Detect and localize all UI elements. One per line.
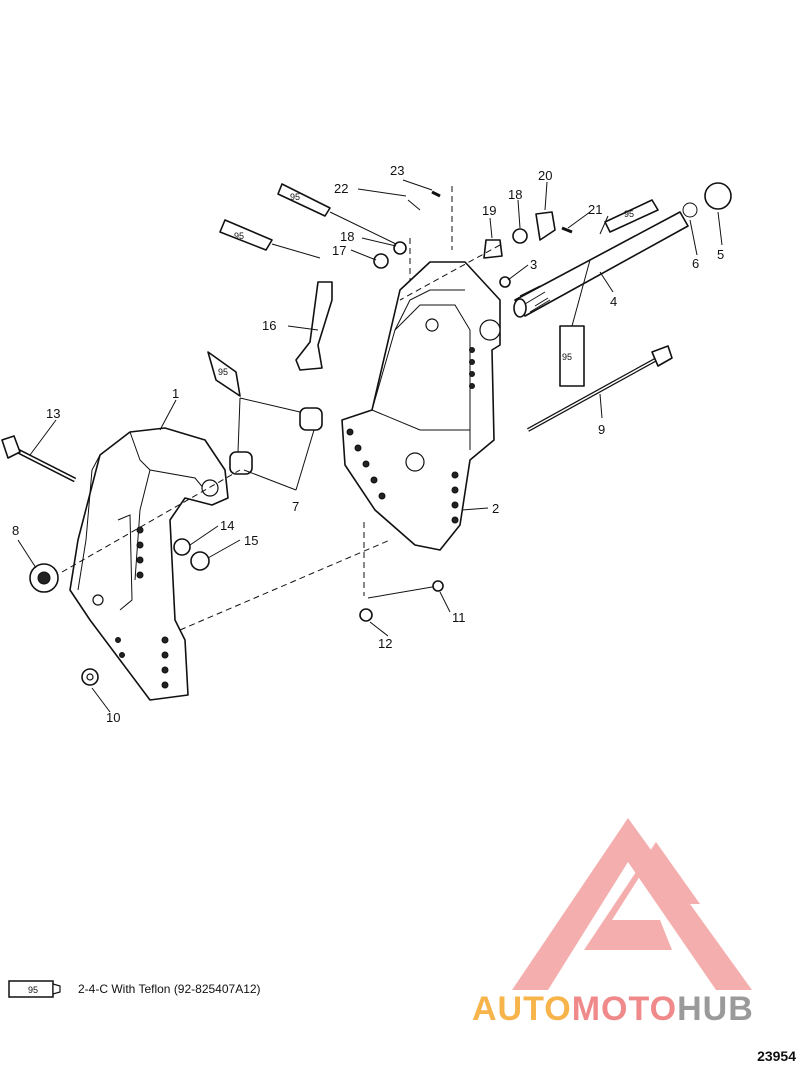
callout-22: 22 xyxy=(334,181,348,196)
bushing-7b xyxy=(299,407,323,431)
callout-labels: 1 2 3 4 5 6 7 8 9 10 11 12 13 14 15 16 1… xyxy=(12,163,724,725)
diagram-code: 23954 xyxy=(757,1048,796,1064)
pin-21 xyxy=(561,226,573,234)
lube-tube-icon-d: 95 xyxy=(604,199,659,233)
callout-18b: 18 xyxy=(508,187,522,202)
washer-6 xyxy=(682,202,698,218)
nut-8 xyxy=(29,563,59,593)
legend: 95 2-4-C With Teflon (92-825407A12) xyxy=(8,978,261,1000)
callout-7: 7 xyxy=(292,499,299,514)
nut-5 xyxy=(704,182,732,210)
callout-2: 2 xyxy=(492,501,499,516)
bracket-20 xyxy=(535,211,556,241)
callout-8: 8 xyxy=(12,523,19,538)
callout-14: 14 xyxy=(220,518,234,533)
callout-16: 16 xyxy=(262,318,276,333)
pivot-tube xyxy=(513,211,689,318)
callout-11: 11 xyxy=(452,610,466,625)
callout-19: 19 xyxy=(482,203,496,218)
bushing-18b xyxy=(512,228,528,244)
lube-tube-legend-icon: 95 xyxy=(8,980,61,998)
watermark-text: AUTOMOTOHUB xyxy=(472,990,754,1029)
svg-text:95: 95 xyxy=(624,209,634,219)
watermark-part-3: HUB xyxy=(677,990,754,1028)
svg-text:95: 95 xyxy=(290,192,300,202)
lube-tube-icon-e: 95 xyxy=(559,325,585,387)
alignment-line xyxy=(61,469,241,573)
callout-21: 21 xyxy=(588,202,602,217)
spring-22 xyxy=(407,199,421,211)
nut-15 xyxy=(190,551,210,571)
lube-tube-icon-c: 95 xyxy=(207,351,241,397)
bushing-18a xyxy=(393,241,407,255)
callout-13: 13 xyxy=(46,406,60,421)
callout-17: 17 xyxy=(332,243,346,258)
callout-10: 10 xyxy=(106,710,120,725)
left-clamp-bracket xyxy=(69,427,229,701)
callout-4: 4 xyxy=(610,294,617,309)
svg-text:95: 95 xyxy=(234,231,244,241)
callout-12: 12 xyxy=(378,636,392,651)
ground-strap-11 xyxy=(367,585,439,599)
washer-14 xyxy=(173,538,191,556)
alignment-line xyxy=(399,244,501,301)
lube-tube-icon-a: 95 xyxy=(277,183,331,217)
screw-12 xyxy=(359,608,373,622)
fitting-3 xyxy=(499,276,511,288)
callout-18a: 18 xyxy=(340,229,354,244)
alignment-line xyxy=(179,539,391,631)
watermark-logo-icon xyxy=(512,818,752,990)
legend-tube-label: 95 xyxy=(28,985,38,995)
screw-23 xyxy=(431,190,441,198)
tilt-lever xyxy=(295,281,333,371)
bushing-7a xyxy=(229,451,253,475)
callout-5: 5 xyxy=(717,247,724,262)
legend-text: 2-4-C With Teflon (92-825407A12) xyxy=(78,982,261,996)
watermark-part-1: AUTO xyxy=(472,990,572,1028)
right-clamp-bracket xyxy=(341,261,501,551)
callout-6: 6 xyxy=(692,256,699,271)
short-bolt xyxy=(1,435,77,483)
watermark-part-2: MOTO xyxy=(571,990,678,1028)
callout-20: 20 xyxy=(538,168,552,183)
callout-3: 3 xyxy=(530,257,537,272)
leader-lines xyxy=(17,179,723,713)
strap-eyelet-icon xyxy=(432,580,444,592)
washer-17 xyxy=(373,253,389,269)
lube-tube-icon-b: 95 xyxy=(219,219,273,251)
callout-1: 1 xyxy=(172,386,179,401)
callout-15: 15 xyxy=(244,533,258,548)
long-bolt xyxy=(527,345,673,432)
svg-text:95: 95 xyxy=(218,367,228,377)
callout-23: 23 xyxy=(390,163,404,178)
svg-text:95: 95 xyxy=(562,352,572,362)
clip-19 xyxy=(483,239,503,259)
callout-9: 9 xyxy=(598,422,605,437)
nut-10 xyxy=(81,668,99,686)
